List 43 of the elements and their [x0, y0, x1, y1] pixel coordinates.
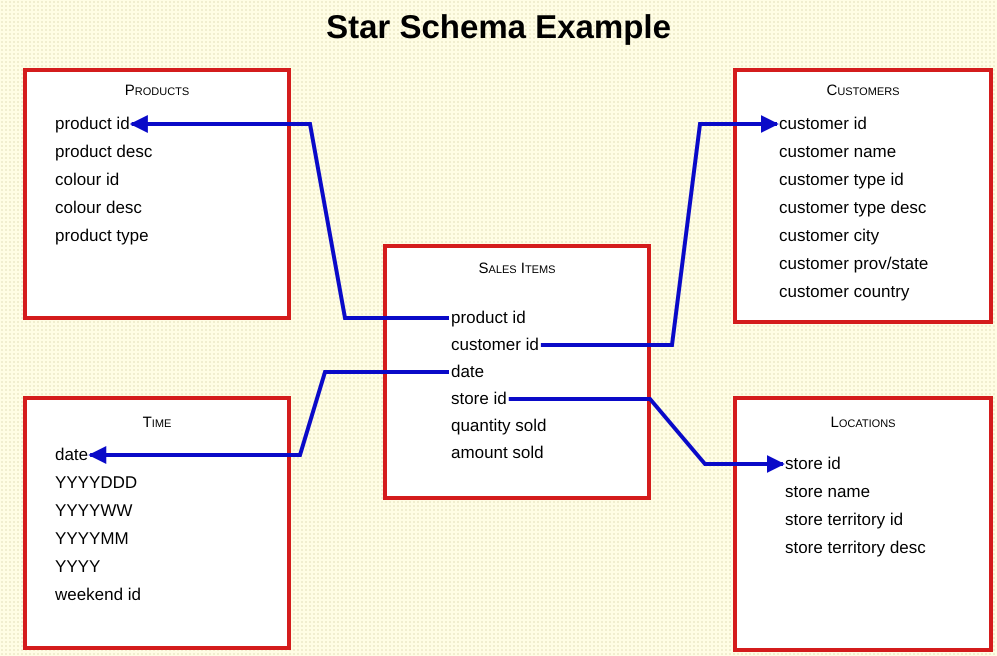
field-name: customer id	[779, 114, 867, 134]
field-name: colour id	[55, 170, 120, 190]
field-name: store id	[451, 389, 507, 409]
table-heading: Time	[142, 414, 172, 431]
field-name: amount sold	[451, 443, 544, 463]
arrow	[540, 115, 779, 347]
table-heading: Locations	[830, 414, 896, 431]
field-name: quantity sold	[451, 416, 546, 436]
field-name: customer city	[779, 226, 880, 246]
field-name: store territory id	[785, 510, 904, 530]
field-name: store name	[785, 482, 870, 502]
table-heading: Customers	[826, 82, 900, 99]
arrow	[130, 115, 449, 320]
field-name: YYYYWW	[55, 501, 132, 521]
field-name: YYYYDDD	[55, 473, 138, 493]
field-name: product id	[55, 114, 130, 134]
field-name: date	[55, 445, 88, 465]
field-name: weekend id	[55, 585, 142, 605]
field-name: store territory desc	[785, 538, 926, 558]
field-name: customer type id	[779, 170, 904, 190]
field-name: customer country	[779, 282, 910, 302]
field-name: product type	[55, 226, 149, 246]
table-box	[733, 68, 993, 324]
table-box	[733, 396, 993, 652]
field-name: customer type desc	[779, 198, 926, 218]
diagram-title: Star Schema Example	[325, 8, 672, 46]
field-name: customer prov/state	[779, 254, 928, 274]
field-name: date	[451, 362, 484, 382]
table-box	[383, 244, 651, 500]
field-name: YYYY	[55, 557, 100, 577]
field-name: YYYYMM	[55, 529, 129, 549]
table-box	[23, 68, 291, 320]
field-name: store id	[785, 454, 841, 474]
field-name: colour desc	[55, 198, 142, 218]
arrow	[508, 397, 785, 473]
field-name: customer id	[451, 335, 539, 355]
table-box	[23, 396, 291, 650]
table-heading: Products	[124, 82, 190, 99]
field-name: customer name	[779, 142, 896, 162]
table-heading: Sales Items	[477, 260, 557, 277]
field-name: product desc	[55, 142, 152, 162]
field-name: product id	[451, 308, 526, 328]
arrow	[88, 370, 449, 464]
